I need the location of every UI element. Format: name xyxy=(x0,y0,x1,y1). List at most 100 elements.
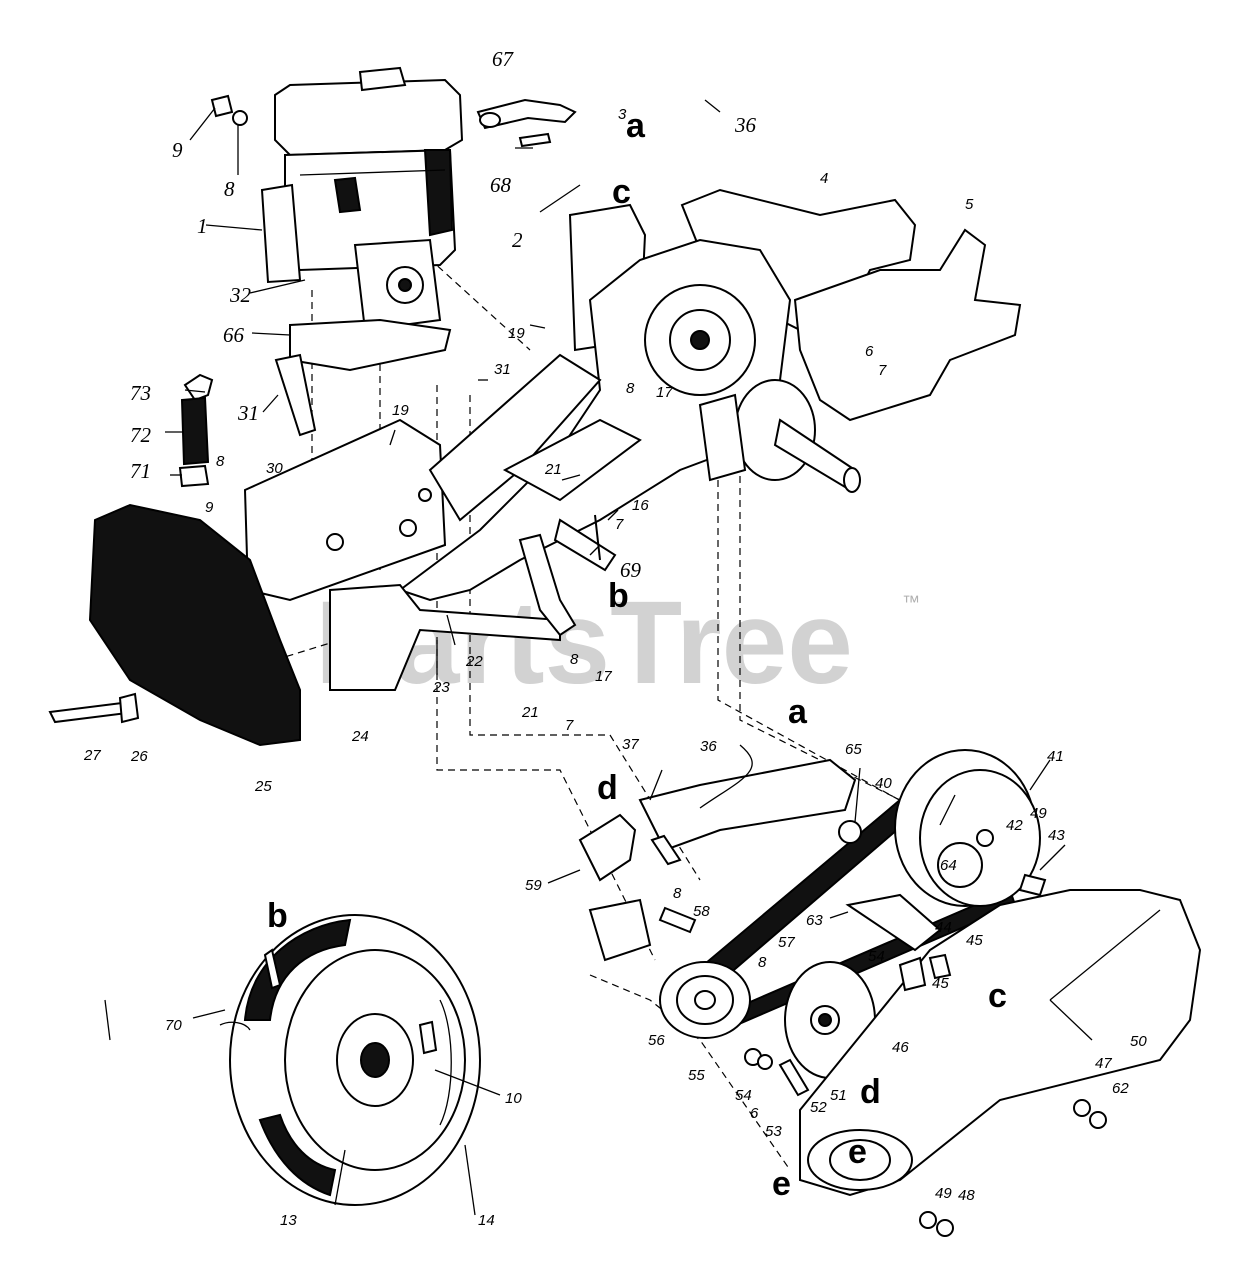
callout-4: 4 xyxy=(820,170,828,187)
trademark-symbol: ™ xyxy=(902,592,920,612)
callout-7-b: 7 xyxy=(615,516,624,533)
callout-64: 64 xyxy=(940,857,957,874)
callout-8: 8 xyxy=(224,177,235,201)
connector-letters: a c b a d b c d e e xyxy=(267,107,1007,1203)
callout-27: 27 xyxy=(83,747,101,764)
callout-13: 13 xyxy=(280,1212,297,1229)
handle-bracket xyxy=(476,98,577,148)
callout-5: 5 xyxy=(965,196,974,213)
connector-b-frame: b xyxy=(608,577,629,615)
callout-50: 50 xyxy=(1130,1033,1147,1050)
connector-b-wheel: b xyxy=(267,897,288,935)
callout-36-b: 36 xyxy=(700,738,717,755)
callout-71: 71 xyxy=(130,459,151,483)
front-bumper xyxy=(88,503,301,747)
callout-46: 46 xyxy=(892,1039,909,1056)
callout-48: 48 xyxy=(958,1187,975,1204)
left-hardware xyxy=(178,94,317,488)
callout-8-f: 8 xyxy=(758,954,767,971)
callout-8-e: 8 xyxy=(673,885,682,902)
depth-bar xyxy=(329,514,617,691)
callout-73: 73 xyxy=(130,381,151,405)
callout-2: 2 xyxy=(512,228,523,252)
callout-66: 66 xyxy=(223,323,245,347)
callout-6-b: 6 xyxy=(750,1105,759,1122)
callout-9: 9 xyxy=(172,138,183,162)
callout-69: 69 xyxy=(620,558,642,582)
callout-17-b: 17 xyxy=(595,668,612,685)
main-frame-transmission xyxy=(397,203,861,602)
connector-a-top: a xyxy=(626,107,646,145)
callout-49: 49 xyxy=(1030,805,1047,822)
callout-56: 56 xyxy=(648,1032,665,1049)
callout-17: 17 xyxy=(656,384,673,401)
callout-16: 16 xyxy=(632,497,649,514)
callout-10: 10 xyxy=(505,1090,522,1107)
connector-d-bracket: d xyxy=(597,769,618,807)
engine-assembly xyxy=(260,66,464,332)
callout-9-b: 9 xyxy=(205,499,214,516)
callout-30: 30 xyxy=(266,460,283,477)
callout-70: 70 xyxy=(165,1017,182,1034)
callout-54-b: 54 xyxy=(735,1087,752,1104)
callout-3: 3 xyxy=(618,106,627,123)
callout-22: 22 xyxy=(465,653,483,670)
callout-65: 65 xyxy=(845,741,862,758)
callout-31: 31 xyxy=(494,361,511,378)
callout-45: 45 xyxy=(966,932,983,949)
callout-21-b: 21 xyxy=(521,704,539,721)
callout-59: 59 xyxy=(525,877,542,894)
callout-8-b: 8 xyxy=(216,453,225,470)
callout-21: 21 xyxy=(544,461,562,478)
leader-lines xyxy=(104,99,1093,1216)
callout-63: 63 xyxy=(806,912,823,929)
callout-40: 40 xyxy=(875,775,892,792)
callout-53: 53 xyxy=(765,1123,782,1140)
wheel-tire-assembly xyxy=(219,914,481,1206)
callout-47: 47 xyxy=(1095,1055,1112,1072)
callout-37: 37 xyxy=(622,736,639,753)
callout-32: 32 xyxy=(229,283,252,307)
callout-45-b: 45 xyxy=(932,975,949,992)
callout-62: 62 xyxy=(1112,1080,1129,1097)
callout-57: 57 xyxy=(778,934,795,951)
connector-e-pulley: e xyxy=(848,1133,867,1171)
engine-mount-plate xyxy=(289,318,452,372)
callout-51: 51 xyxy=(830,1087,847,1104)
callout-41: 41 xyxy=(1047,748,1064,765)
callout-67: 67 xyxy=(492,47,515,71)
callout-7: 7 xyxy=(878,362,887,379)
callout-19: 19 xyxy=(508,325,525,342)
callout-55: 55 xyxy=(688,1067,705,1084)
frame-arms xyxy=(243,353,642,602)
connector-c-cover: c xyxy=(988,977,1007,1015)
callout-58: 58 xyxy=(693,903,710,920)
callout-44: 44 xyxy=(935,919,952,936)
connector-e-lower: e xyxy=(772,1165,791,1203)
callout-52: 52 xyxy=(810,1099,827,1116)
callout-8-c: 8 xyxy=(626,380,635,397)
callout-49-b: 49 xyxy=(935,1185,952,1202)
tine-shield xyxy=(680,188,1022,422)
connector-c-top: c xyxy=(612,173,631,211)
connector-d-cover: d xyxy=(860,1073,881,1111)
callout-42: 42 xyxy=(1006,817,1023,834)
belt-drive xyxy=(578,744,1202,1237)
callout-14: 14 xyxy=(478,1212,495,1229)
callout-31-b: 31 xyxy=(237,401,259,425)
callout-8-d: 8 xyxy=(570,651,579,668)
callout-24: 24 xyxy=(351,728,369,745)
callout-68: 68 xyxy=(490,173,512,197)
callout-26: 26 xyxy=(130,748,148,765)
callout-19-b: 19 xyxy=(392,402,409,419)
callout-7-c: 7 xyxy=(565,717,574,734)
callout-36: 36 xyxy=(734,113,757,137)
part-number-callouts: 67 9 8 3 36 68 1 2 4 5 32 66 19 73 31 31… xyxy=(83,47,1147,1229)
callout-54: 54 xyxy=(868,948,885,965)
callout-1: 1 xyxy=(197,214,208,238)
callout-72: 72 xyxy=(130,423,152,447)
callout-43: 43 xyxy=(1048,827,1065,844)
callout-6: 6 xyxy=(865,343,874,360)
callout-25: 25 xyxy=(254,778,272,795)
